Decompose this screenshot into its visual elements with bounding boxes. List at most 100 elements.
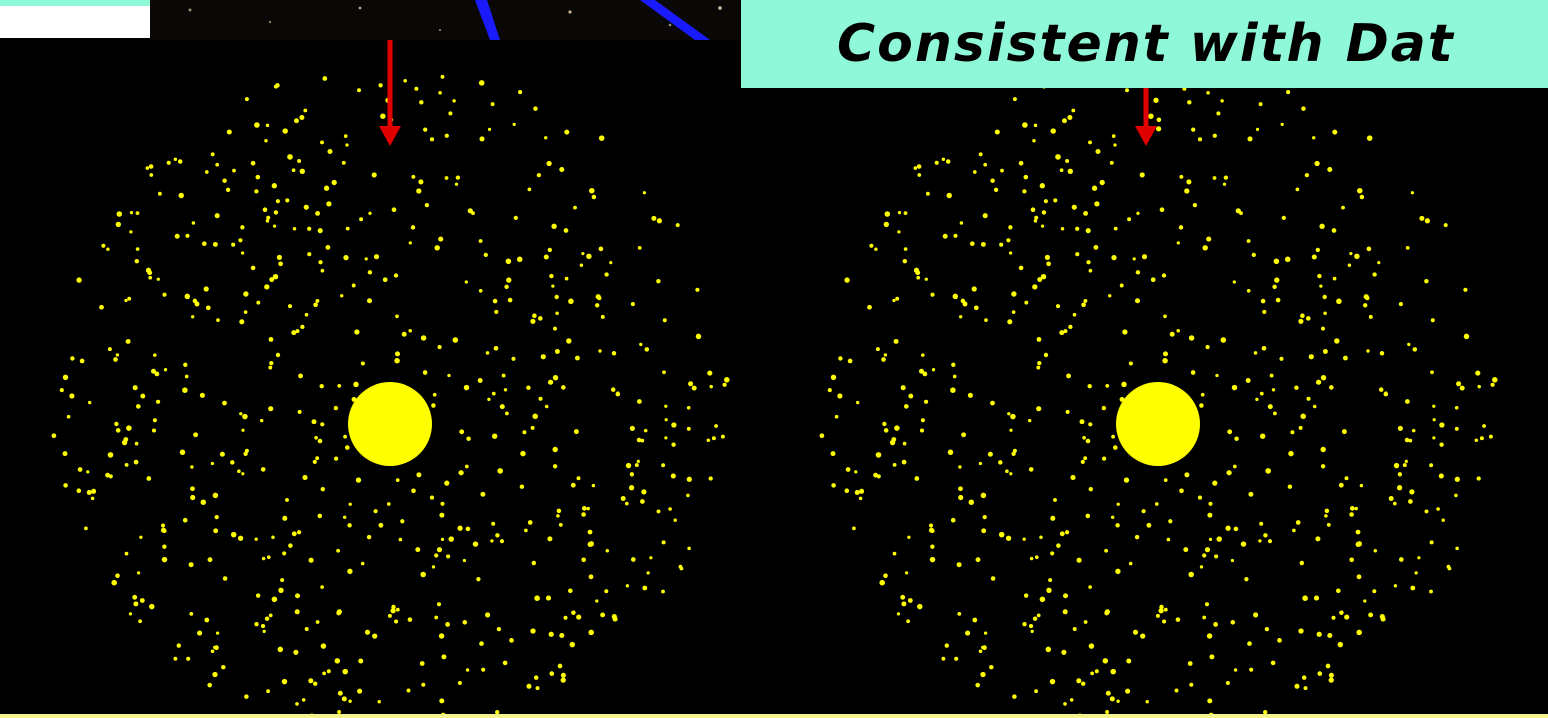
star-dot <box>320 268 325 273</box>
star-dot <box>441 654 447 660</box>
star-dot <box>1419 215 1425 221</box>
star-dot <box>501 373 506 378</box>
star-dot <box>929 523 933 528</box>
star-dot <box>440 501 445 506</box>
star-dot <box>1065 409 1070 414</box>
star-dot <box>1083 620 1088 624</box>
left-star-field <box>51 0 730 718</box>
star-dot <box>873 472 879 478</box>
star-dot <box>445 622 450 627</box>
star-dot <box>197 630 203 636</box>
star-dot <box>947 449 954 456</box>
star-dot <box>1148 113 1154 119</box>
star-dot <box>408 241 412 245</box>
star-dot <box>297 159 302 163</box>
star-dot <box>1300 313 1305 318</box>
star-dot <box>558 523 563 527</box>
star-dot <box>1037 360 1042 366</box>
star-dot <box>1060 226 1065 231</box>
star-dot <box>1105 710 1110 714</box>
star-dot <box>173 157 178 162</box>
star-dot <box>581 506 587 511</box>
star-dot <box>1408 499 1413 504</box>
star-dot <box>304 627 309 631</box>
star-dot <box>1227 429 1233 435</box>
star-dot <box>688 381 694 387</box>
star-dot <box>1308 354 1314 360</box>
star-dot <box>941 157 946 162</box>
star-dot <box>293 649 299 655</box>
star-dot <box>1347 263 1352 267</box>
star-dot <box>1034 215 1039 220</box>
star-dot <box>79 358 85 364</box>
star-dot <box>101 243 106 248</box>
star-dot <box>115 573 120 578</box>
star-dot <box>178 192 184 199</box>
star-dot <box>502 660 508 666</box>
star-dot <box>1136 211 1140 215</box>
star-dot <box>477 378 483 383</box>
star-dot <box>1214 554 1219 559</box>
star-dot <box>1206 90 1210 95</box>
star-dot <box>162 292 167 297</box>
star-dot <box>391 207 397 213</box>
star-dot <box>1328 672 1334 678</box>
star-dot <box>415 547 421 553</box>
star-dot <box>265 123 270 128</box>
star-dot <box>371 172 377 178</box>
star-dot <box>1110 668 1116 675</box>
star-dot <box>347 568 353 574</box>
star-dot <box>239 412 243 416</box>
star-dot <box>271 596 278 603</box>
star-dot <box>1088 643 1095 649</box>
star-dot <box>222 576 228 581</box>
star-dot <box>1429 463 1434 468</box>
star-dot <box>264 284 270 290</box>
star-dot <box>314 435 318 440</box>
star-dot <box>359 217 364 222</box>
star-dot <box>156 277 160 281</box>
star-dot <box>1274 277 1280 283</box>
star-dot <box>1244 577 1249 582</box>
star-dot <box>275 199 280 204</box>
star-dot <box>651 215 657 221</box>
star-dot <box>222 178 227 183</box>
star-dot <box>1245 378 1251 383</box>
star-dot <box>671 442 676 447</box>
star-dot <box>266 555 271 560</box>
star-dot <box>671 422 677 428</box>
star-dot <box>237 469 241 474</box>
star-dot <box>1067 168 1073 174</box>
star-dot <box>179 449 186 456</box>
star-dot <box>559 632 565 639</box>
star-dot <box>504 411 509 416</box>
star-dot <box>1412 347 1418 352</box>
star-dot <box>1012 97 1017 102</box>
star-dot <box>1075 226 1080 231</box>
star-dot <box>990 178 995 183</box>
star-dot <box>1046 587 1052 593</box>
star-dot <box>366 534 372 540</box>
star-dot <box>444 133 449 138</box>
star-dot <box>958 465 962 469</box>
star-dot <box>547 247 552 253</box>
star-dot <box>711 436 716 441</box>
star-dot <box>1018 265 1024 271</box>
star-dot <box>1050 515 1056 521</box>
star-dot <box>1492 377 1498 383</box>
star-dot <box>1104 609 1110 615</box>
star-dot <box>429 495 435 500</box>
star-dot <box>591 194 597 200</box>
star-dot <box>1454 426 1459 431</box>
star-dot <box>554 294 559 300</box>
star-dot <box>1479 436 1484 441</box>
star-dot <box>1377 260 1381 265</box>
star-dot <box>708 476 713 481</box>
star-dot <box>1036 613 1041 618</box>
star-dot <box>1168 519 1173 524</box>
star-dot <box>481 667 486 672</box>
star-dot <box>520 450 526 457</box>
star-dot <box>232 168 236 173</box>
star-dot <box>1417 556 1421 560</box>
star-dot <box>1008 225 1013 230</box>
